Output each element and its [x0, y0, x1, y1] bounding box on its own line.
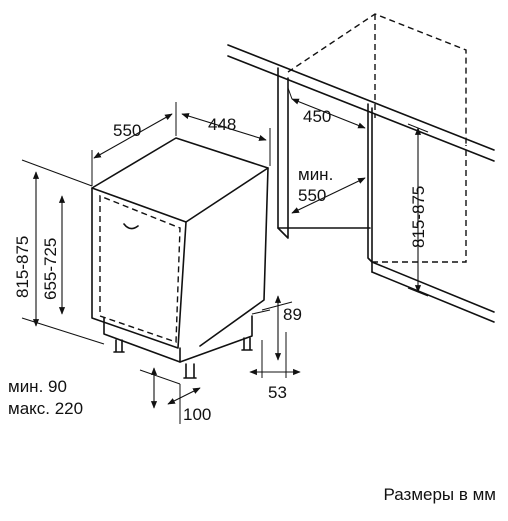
door-height-label: 655-725	[41, 238, 60, 300]
plinth-depth-dimension	[249, 332, 301, 378]
niche-min-value: 550	[298, 186, 326, 205]
units-note: Размеры в мм	[383, 485, 496, 504]
niche-min-dimension	[291, 177, 366, 214]
depth-dimension	[91, 102, 177, 186]
niche-depth-dimension	[287, 87, 366, 129]
foot-max-label: макс. 220	[8, 399, 83, 418]
plinth-depth-label: 53	[268, 383, 287, 402]
foot-height-dimension	[139, 367, 181, 409]
plinth-height-label: 89	[283, 305, 302, 324]
total-height-label: 815-875	[13, 236, 32, 298]
total-height-dimension	[21, 159, 105, 345]
foot-min-label: мин. 90	[8, 377, 67, 396]
width-dimension	[181, 113, 271, 166]
plinth-height-dimension	[251, 295, 293, 361]
depth-label: 550	[113, 121, 141, 140]
niche-depth-label: 450	[303, 107, 331, 126]
niche-height-dimension	[407, 123, 429, 297]
niche-min-word: мин.	[298, 165, 333, 184]
dishwasher-body	[91, 137, 269, 379]
foot-offset-dimension	[167, 384, 201, 424]
foot-offset-label: 100	[183, 405, 211, 424]
niche-height-label: 815-875	[409, 186, 428, 248]
width-label: 448	[208, 115, 236, 134]
niche-outline	[227, 13, 495, 323]
